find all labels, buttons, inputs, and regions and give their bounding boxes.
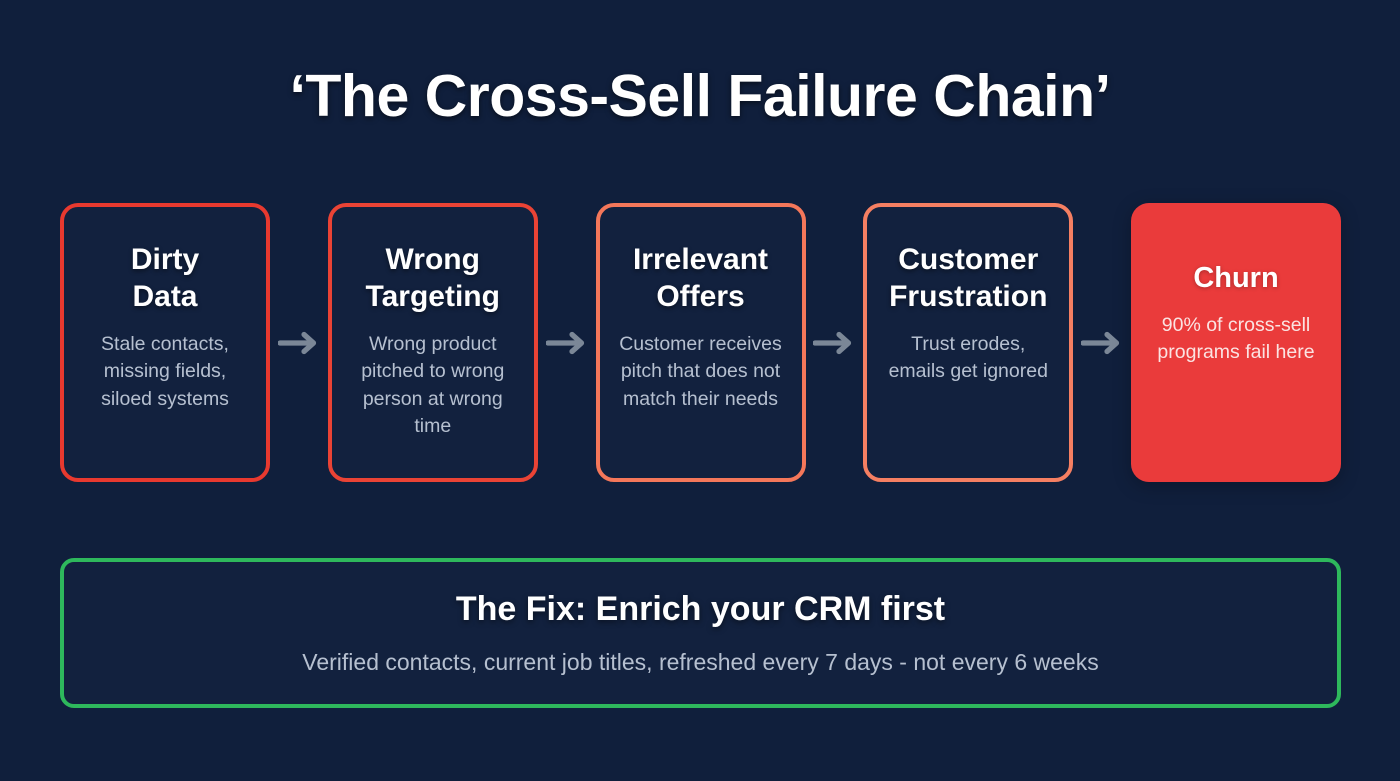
chain-step-title: Irrelevant Offers <box>633 241 768 315</box>
chain-step-customer-frustration: Customer Frustration Trust erodes, email… <box>863 203 1074 482</box>
arrow-right-icon <box>813 330 855 356</box>
fix-banner: The Fix: Enrich your CRM first Verified … <box>60 558 1341 708</box>
chain-step-title-line2: Data <box>132 280 198 314</box>
chain-step-title-line1: Wrong <box>385 243 480 276</box>
chain-step-churn: Churn 90% of cross-sell programs fail he… <box>1131 203 1341 482</box>
chain-arrow-2 <box>539 203 594 482</box>
chain-step-title: Customer Frustration <box>889 241 1047 315</box>
page-title: ‘The Cross-Sell Failure Chain’ <box>289 63 1111 129</box>
chain-step-title-line1: Customer <box>898 243 1039 276</box>
chain-arrow-3 <box>807 203 862 482</box>
fix-banner-subtitle: Verified contacts, current job titles, r… <box>302 649 1099 676</box>
chain-step-dirty-data: Dirty Data Stale contacts, missing field… <box>60 203 270 482</box>
chain-step-body: Trust erodes, emails get ignored <box>888 333 1048 383</box>
chain-step-title-line1: Irrelevant <box>632 243 769 276</box>
chain-step-title-line1: Dirty <box>130 243 200 276</box>
chain-step-body: Customer receives pitch that does not ma… <box>619 333 782 410</box>
chain-arrow-1 <box>271 203 326 482</box>
chain-step-title: Churn <box>1193 262 1279 294</box>
chain-step-title-line2: Frustration <box>889 280 1048 314</box>
fix-banner-title: The Fix: Enrich your CRM first <box>455 590 946 629</box>
arrow-right-icon <box>545 330 588 356</box>
chain-step-body: Stale contacts, missing fields, siloed s… <box>101 333 229 410</box>
chain-step-title: Wrong Targeting <box>366 241 500 315</box>
chain-step-body: 90% of cross-sell programs fail here <box>1157 313 1315 364</box>
chain-step-title-line2: Offers <box>656 280 745 314</box>
arrow-right-icon <box>277 330 320 356</box>
chain-step-wrong-targeting: Wrong Targeting Wrong product pitched to… <box>327 203 538 482</box>
chain-step-title: Dirty Data <box>131 241 199 315</box>
chain-arrow-4 <box>1075 203 1130 482</box>
chain-step-title-line2: Targeting <box>365 280 500 314</box>
chain-step-irrelevant-offers: Irrelevant Offers Customer receives pitc… <box>595 203 806 482</box>
arrow-right-icon <box>1081 330 1123 356</box>
chain-step-body: Wrong product pitched to wrong person at… <box>361 333 505 437</box>
failure-chain-row: Dirty Data Stale contacts, missing field… <box>60 203 1341 482</box>
